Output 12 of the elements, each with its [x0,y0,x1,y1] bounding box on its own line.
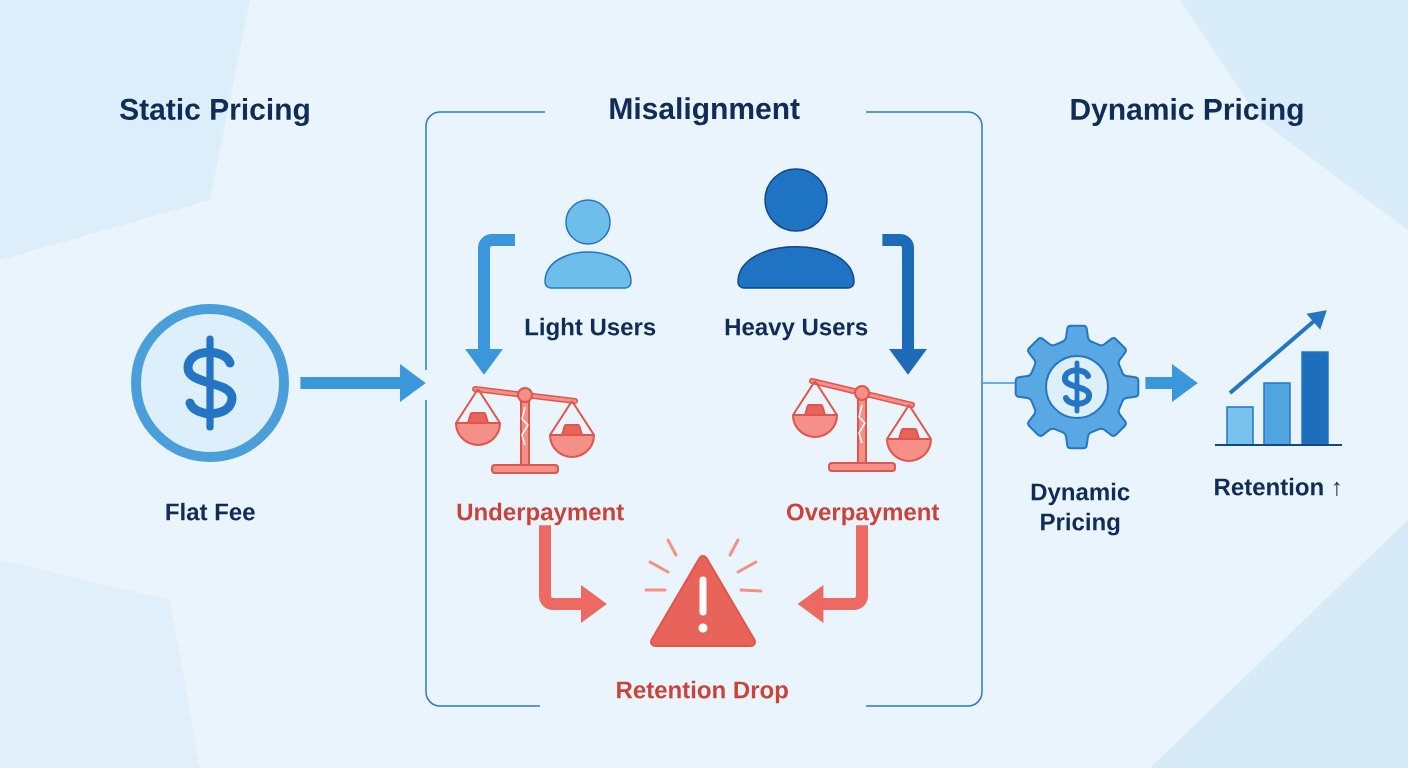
gear-label: Dynamic Pricing [1031,482,1130,536]
group-frame: Misalignment [610,97,800,126]
user-label: Heavy Users [725,318,868,341]
chart-label: Retention ↑ [1215,477,1340,496]
user-label: Light Users [525,317,656,341]
section-title: Dynamic Pricing [1071,97,1303,127]
scale-label: Underpayment [457,502,624,526]
connector-line [981,382,1016,384]
warning-label: Retention Drop [617,680,788,704]
scale-label: Overpayment [787,503,940,526]
section-title: Static Pricing [120,97,309,127]
icon-label: Flat Fee [166,502,255,521]
